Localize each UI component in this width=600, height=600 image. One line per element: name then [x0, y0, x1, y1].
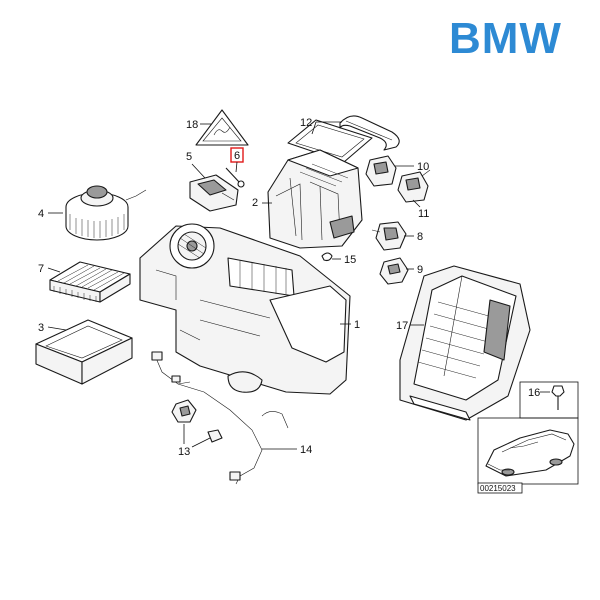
- part-11-actuator: [397, 169, 431, 203]
- vehicle-thumbnail: [477, 417, 579, 485]
- part-7-microfilter: [49, 261, 131, 303]
- callout-5: 5: [186, 151, 192, 163]
- part-17-evaporator-housing: [399, 265, 531, 421]
- part-6-screw: [225, 167, 245, 188]
- callout-9: 9: [417, 264, 423, 276]
- part-3-tray: [35, 319, 133, 385]
- callout-12: 12: [300, 117, 312, 129]
- part-14-wiring-harness: [151, 351, 289, 485]
- callout-6: 6: [234, 150, 240, 162]
- part-4-blower-motor: [65, 185, 147, 241]
- part-8-actuator: [371, 221, 407, 251]
- callout-2: 2: [252, 197, 258, 209]
- callout-1: 1: [354, 319, 360, 331]
- part-10-actuator: [365, 155, 397, 187]
- diagram-code-box: [477, 482, 523, 494]
- callout-7: 7: [38, 263, 44, 275]
- part-18-warning-label: [195, 109, 249, 146]
- part-5-bracket: [189, 174, 239, 212]
- callout-4: 4: [38, 208, 44, 220]
- callout-3: 3: [38, 322, 44, 334]
- diagram-code: 00215023: [480, 484, 516, 493]
- part-13-sensor: [171, 399, 223, 443]
- callout-13: 13: [178, 446, 190, 458]
- callout-18: 18: [186, 119, 198, 131]
- callout-17: 17: [396, 320, 408, 332]
- part-2-upper-housing: [267, 149, 363, 249]
- brand-logo: BMW: [449, 14, 562, 63]
- callout-11: 11: [418, 208, 429, 220]
- part-12-seal: [339, 115, 400, 151]
- part-9-actuator: [379, 257, 409, 285]
- part-16-screw: [551, 385, 565, 410]
- part-1-main-housing: [139, 223, 351, 395]
- callout-8: 8: [417, 231, 423, 243]
- part-15-clip: [321, 252, 333, 262]
- callout-10: 10: [417, 161, 429, 173]
- callout-16: 16: [528, 387, 540, 399]
- callout-15: 15: [344, 254, 356, 266]
- callout-14: 14: [300, 444, 312, 456]
